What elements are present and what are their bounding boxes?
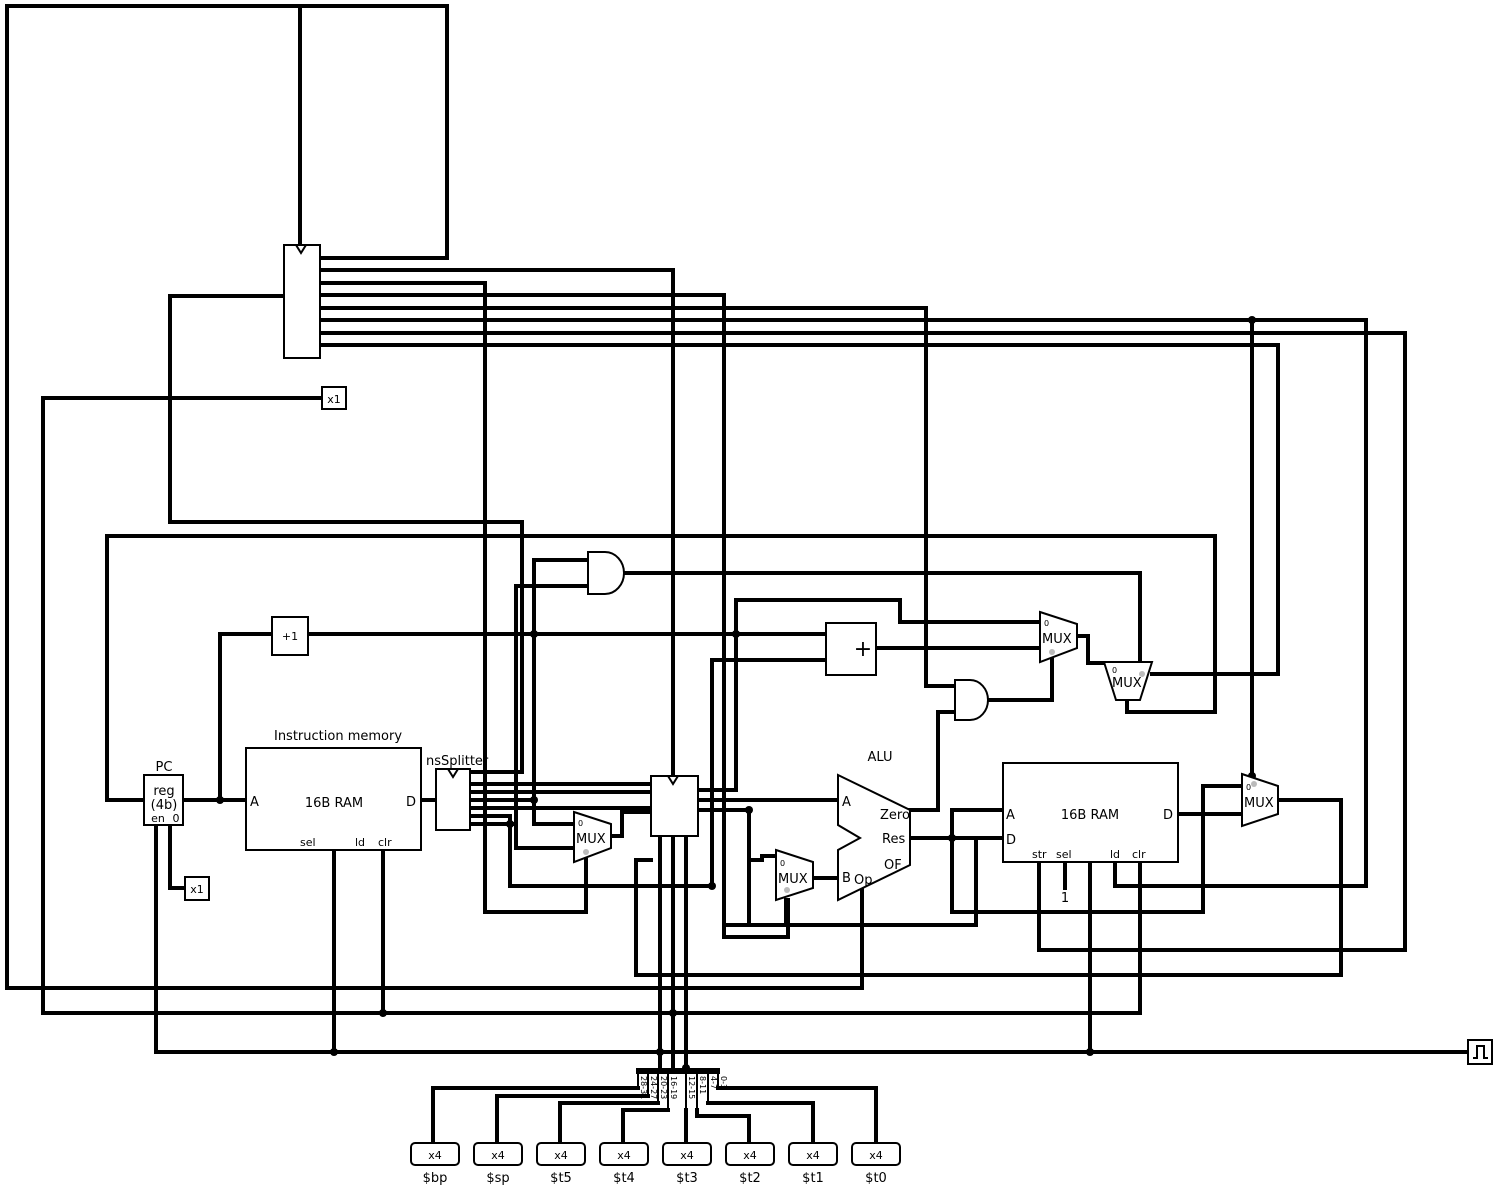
pc-title: PC <box>156 760 173 775</box>
and-gate-branch <box>587 551 625 595</box>
data-memory-kind: 16B RAM <box>1061 808 1119 823</box>
register-file <box>650 775 699 837</box>
mux-alu-b: 0 MUX <box>775 848 814 902</box>
mux-writeback: 0 MUX <box>1241 772 1279 828</box>
instruction-memory-title: Instruction memory <box>274 729 402 744</box>
data-memory-pin-str: str <box>1032 848 1047 861</box>
instruction-memory-kind: 16B RAM <box>305 796 363 811</box>
instruction-memory-pin-d: D <box>406 795 416 810</box>
and-gate-zero <box>954 679 989 721</box>
register-name-bp: $bp <box>423 1171 448 1186</box>
data-memory-pin-a: A <box>1006 808 1015 823</box>
mux-branch-sel0: 0 <box>1044 619 1049 628</box>
data-memory-pin-d-out: D <box>1163 808 1173 823</box>
pc-kind: reg <box>153 784 174 799</box>
instruction-memory: Instruction memory 16B RAM A D sel ld cl… <box>245 729 422 851</box>
data-memory: 16B RAM A D D str sel ld clr 1 <box>1002 762 1179 906</box>
register-probes: x4 $bp x4 $sp x4 $t5 x4 $t4 x4 $t3 x4 $t… <box>410 1142 901 1186</box>
splitter-label: nsSplitter <box>426 754 489 769</box>
data-memory-pin-sel: sel <box>1056 848 1072 861</box>
probe-top: x1 <box>321 386 347 410</box>
control-decoder <box>283 244 321 359</box>
data-memory-pin-clr: clr <box>1132 848 1146 861</box>
bit-range-7: 0-3 <box>719 1076 728 1089</box>
alu-pin-of: OF <box>884 858 902 873</box>
register-probe-value: x4 <box>806 1149 820 1162</box>
alu-pin-a: A <box>842 795 851 810</box>
register-probe-value: x4 <box>491 1149 505 1162</box>
pc-register: PC reg (4b) en 0 <box>143 760 184 826</box>
register-probe-bp: x4 $bp <box>410 1142 460 1186</box>
bit-range-1: 24-27 <box>649 1076 658 1099</box>
register-name-t0: $t0 <box>865 1171 887 1186</box>
bit-range-4: 12-15 <box>687 1076 696 1099</box>
mux-alu-src-sel0: 0 <box>578 819 583 828</box>
register-probe-value: x4 <box>428 1149 442 1162</box>
mux-alu-b-label: MUX <box>778 872 808 887</box>
register-name-sp: $sp <box>486 1171 509 1186</box>
register-bus-splitter: 28-31 24-27 20-23 16-19 12-15 8-11 4-7 0… <box>636 1068 728 1110</box>
probe-bottom: x1 <box>184 876 210 901</box>
bit-range-6: 4-7 <box>709 1076 718 1089</box>
register-name-t5: $t5 <box>550 1171 572 1186</box>
bit-range-0: 28-31 <box>639 1076 648 1099</box>
mux-jump: 0 MUX <box>1102 661 1154 701</box>
pc-width: (4b) <box>151 798 178 813</box>
register-name-t1: $t1 <box>802 1171 824 1186</box>
bit-range-5: 8-11 <box>698 1076 707 1094</box>
register-probe-t4: x4 $t4 <box>599 1142 649 1186</box>
register-probe-t2: x4 $t2 <box>725 1142 775 1186</box>
alu: ALU A B Zero Res OF Op <box>837 750 911 902</box>
instruction-memory-pin-sel: sel <box>300 836 316 849</box>
mux-branch: 0 MUX <box>1039 610 1078 664</box>
alu-pin-zero: Zero <box>880 808 910 823</box>
register-name-t3: $t3 <box>676 1171 698 1186</box>
increment-constant: +1 <box>271 616 309 656</box>
mux-jump-label: MUX <box>1112 676 1142 691</box>
probe-top-label: x1 <box>327 393 341 406</box>
register-probe-value: x4 <box>743 1149 757 1162</box>
pc-zero: 0 <box>173 812 180 825</box>
mux-alu-src: 0 MUX <box>573 810 612 864</box>
bit-range-3: 16-19 <box>669 1076 678 1099</box>
register-name-t4: $t4 <box>613 1171 635 1186</box>
pc-en-pin: en <box>151 812 165 825</box>
mux-alu-b-sel0: 0 <box>780 859 785 868</box>
data-memory-pin-d-in: D <box>1006 833 1016 848</box>
branch-adder: + <box>825 622 877 676</box>
instruction-memory-pin-clr: clr <box>378 836 392 849</box>
bit-range-2: 20-23 <box>659 1076 668 1099</box>
mux-alu-src-label: MUX <box>576 832 606 847</box>
data-memory-pin-ld: ld <box>1110 848 1120 861</box>
register-probe-t1: x4 $t1 <box>788 1142 838 1186</box>
register-probe-value: x4 <box>617 1149 631 1162</box>
alu-pin-res: Res <box>882 832 905 847</box>
mux-writeback-label: MUX <box>1244 796 1274 811</box>
mux-jump-sel0: 0 <box>1112 666 1117 675</box>
register-probe-t0: x4 $t0 <box>851 1142 901 1186</box>
clock-source[interactable] <box>1467 1039 1493 1065</box>
bit-range-labels: 28-31 24-27 20-23 16-19 12-15 8-11 4-7 0… <box>639 1076 728 1099</box>
data-memory-const-one: 1 <box>1061 891 1069 906</box>
increment-constant-label: +1 <box>282 630 298 643</box>
wires <box>5 4 1470 1145</box>
mux-branch-label: MUX <box>1042 632 1072 647</box>
instruction-splitter: nsSplitter <box>426 754 489 831</box>
register-probe-value: x4 <box>554 1149 568 1162</box>
register-name-t2: $t2 <box>739 1171 761 1186</box>
register-probe-t3: x4 $t3 <box>662 1142 712 1186</box>
alu-pin-b: B <box>842 871 851 886</box>
alu-title: ALU <box>867 750 892 765</box>
instruction-memory-pin-ld: ld <box>355 836 365 849</box>
probe-bottom-label: x1 <box>190 883 204 896</box>
instruction-memory-pin-a: A <box>250 795 259 810</box>
mux-writeback-sel0: 0 <box>1246 783 1251 792</box>
register-probe-t5: x4 $t5 <box>536 1142 586 1186</box>
register-probe-sp: x4 $sp <box>473 1142 523 1186</box>
register-probe-value: x4 <box>680 1149 694 1162</box>
adder-symbol: + <box>854 637 872 662</box>
register-probe-value: x4 <box>869 1149 883 1162</box>
alu-pin-op: Op <box>854 873 872 888</box>
